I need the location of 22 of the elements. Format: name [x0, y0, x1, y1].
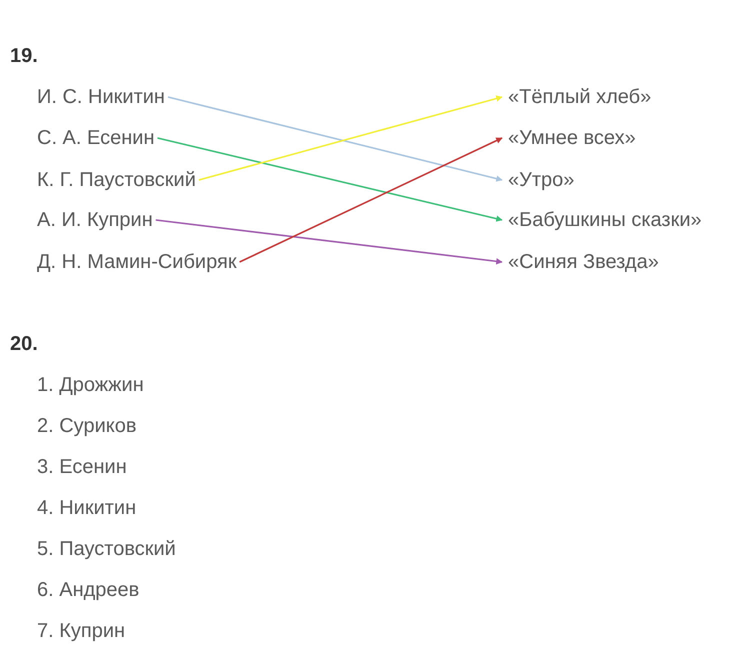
list-item: 5. Паустовский	[37, 537, 176, 561]
list-item: 3. Есенин	[37, 455, 127, 479]
arrow	[156, 219, 503, 264]
text-label: Д. Н. Мамин-Сибиряк	[37, 250, 237, 274]
text-label: «Бабушкины сказки»	[508, 208, 702, 232]
text-label: «Синяя Звезда»	[508, 250, 659, 274]
arrow	[157, 137, 503, 222]
text-label: К. Г. Паустовский	[37, 168, 196, 192]
arrow	[239, 137, 503, 263]
list-item: 4. Никитин	[37, 496, 136, 520]
list-item: 1. Дрожжин	[37, 373, 144, 397]
text-label: «Тёплый хлеб»	[508, 85, 652, 109]
task-number: 19.	[10, 44, 38, 68]
task-number: 20.	[10, 332, 38, 356]
list-item: 6. Андреев	[37, 578, 140, 602]
text-label: С. А. Есенин	[37, 126, 155, 150]
list-item: 7. Куприн	[37, 619, 126, 643]
text-label: И. С. Никитин	[37, 85, 165, 109]
text-label: «Умнее всех»	[508, 126, 636, 150]
text-label: «Утро»	[508, 168, 574, 192]
text-label: А. И. Куприн	[37, 208, 153, 232]
list-item: 2. Суриков	[37, 414, 136, 438]
